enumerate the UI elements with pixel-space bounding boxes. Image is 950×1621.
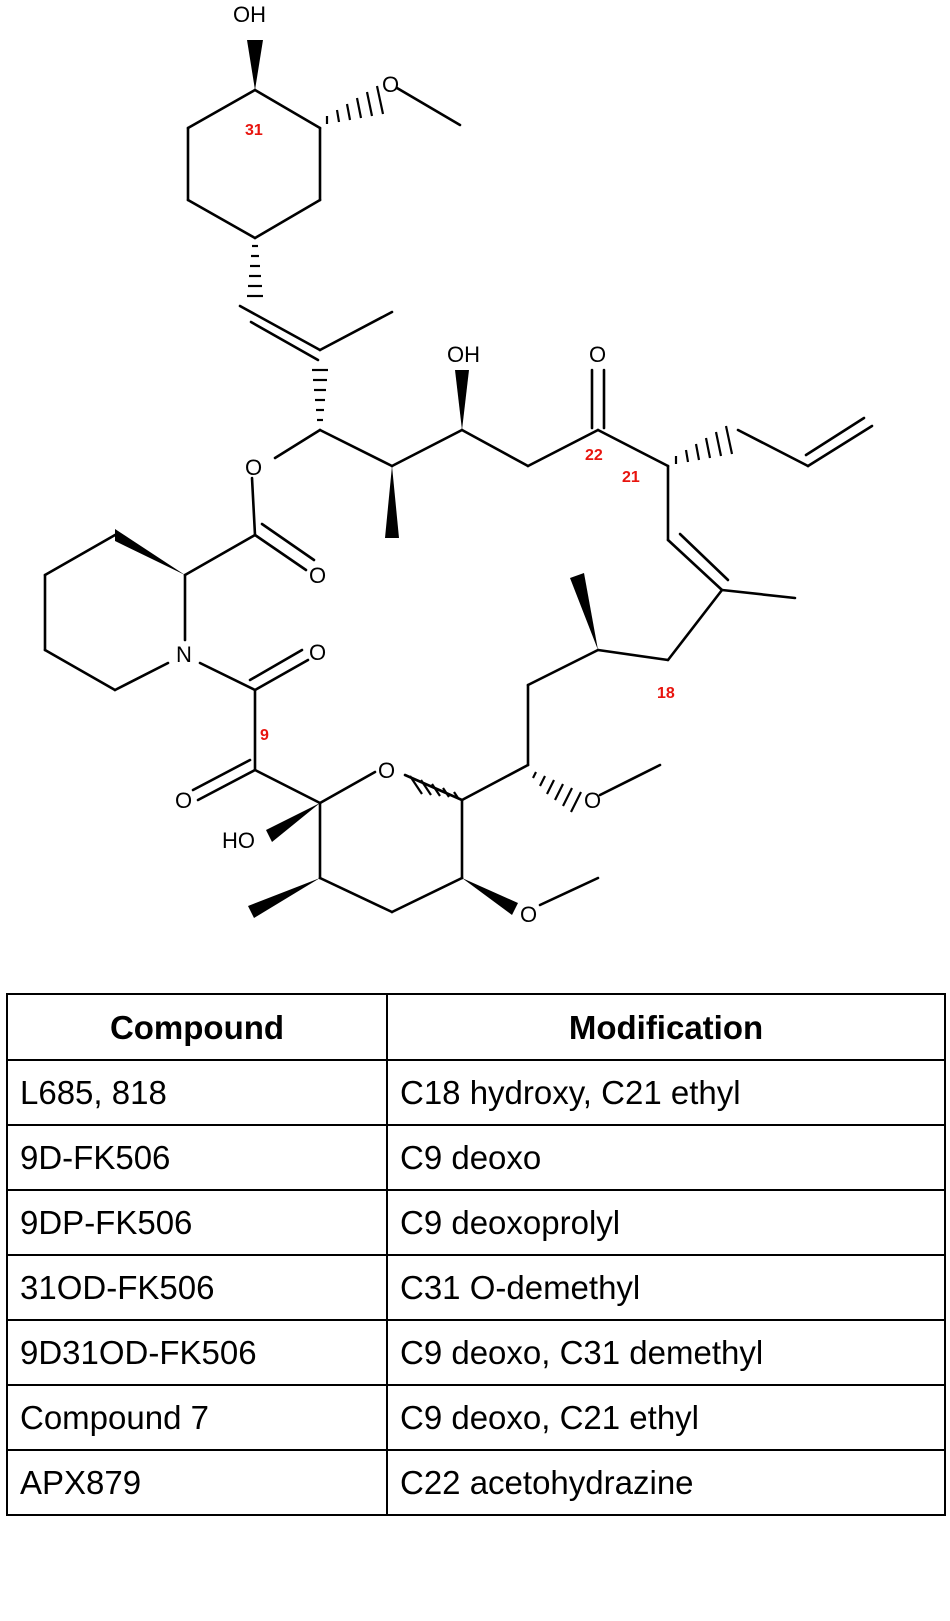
compound-cell: 9DP-FK506 [6, 1189, 388, 1256]
compound-cell: 31OD-FK506 [6, 1254, 388, 1321]
compound-cell: APX879 [6, 1449, 388, 1516]
ketone-9-oxygen-label: O [175, 788, 192, 813]
compound-column-header: Compound [6, 993, 388, 1061]
modification-cell: C9 deoxoprolyl [386, 1189, 946, 1256]
methoxy-low-oxygen-label: O [520, 902, 537, 927]
methoxy-mid-oxygen-label: O [584, 788, 601, 813]
position-21-label: 21 [622, 469, 640, 486]
modification-cell: C9 deoxo, C31 demethyl [386, 1319, 946, 1386]
table-row: APX879 C22 acetohydrazine [6, 1449, 946, 1516]
fk506-structure-diagram: OH O OH O O O N O O O HO O O 31 22 21 18… [43, 2, 874, 927]
stereo-hashes [247, 85, 734, 813]
pipecolyl-nitrogen-label: N [176, 642, 192, 667]
position-labels: 31 22 21 18 9 [245, 122, 675, 744]
hemiketal-ho-label: HO [222, 828, 255, 853]
table-row: Compound 7 C9 deoxo, C21 ethyl [6, 1384, 946, 1451]
table-row: 9D-FK506 C9 deoxo [6, 1124, 946, 1191]
modification-cell: C9 deoxo, C21 ethyl [386, 1384, 946, 1451]
methoxy-top-oxygen-label: O [382, 72, 399, 97]
position-18-label: 18 [657, 685, 675, 702]
modification-cell: C22 acetohydrazine [386, 1449, 946, 1516]
ketone-22-oxygen-label: O [589, 342, 606, 367]
position-31-label: 31 [245, 122, 263, 139]
table-row: L685, 818 C18 hydroxy, C21 ethyl [6, 1059, 946, 1126]
atom-labels: OH O OH O O O N O O O HO O O [175, 2, 606, 927]
modification-cell: C31 O-demethyl [386, 1254, 946, 1321]
table-row: 9DP-FK506 C9 deoxoprolyl [6, 1189, 946, 1256]
compound-cell: 9D31OD-FK506 [6, 1319, 388, 1386]
table-row: 31OD-FK506 C31 O-demethyl [6, 1254, 946, 1321]
modification-table: Compound Modification L685, 818 C18 hydr… [6, 993, 946, 1516]
table-header-row: Compound Modification [6, 993, 946, 1061]
modification-cell: C18 hydroxy, C21 ethyl [386, 1059, 946, 1126]
compound-cell: Compound 7 [6, 1384, 388, 1451]
table-row: 9D31OD-FK506 C9 deoxo, C31 demethyl [6, 1319, 946, 1386]
position-22-label: 22 [585, 447, 603, 464]
modification-column-header: Modification [386, 993, 946, 1061]
oh-mid-label: OH [447, 342, 480, 367]
position-9-label: 9 [260, 727, 269, 744]
amide-oxygen-label: O [309, 640, 326, 665]
compound-cell: 9D-FK506 [6, 1124, 388, 1191]
ester-carbonyl-oxygen-label: O [309, 563, 326, 588]
pyran-oxygen-label: O [378, 758, 395, 783]
oh-top-label: OH [233, 2, 266, 27]
ester-ring-oxygen-label: O [245, 455, 262, 480]
bonds [43, 86, 874, 914]
compound-cell: L685, 818 [6, 1059, 388, 1126]
stereo-wedges [115, 40, 598, 918]
modification-cell: C9 deoxo [386, 1124, 946, 1191]
